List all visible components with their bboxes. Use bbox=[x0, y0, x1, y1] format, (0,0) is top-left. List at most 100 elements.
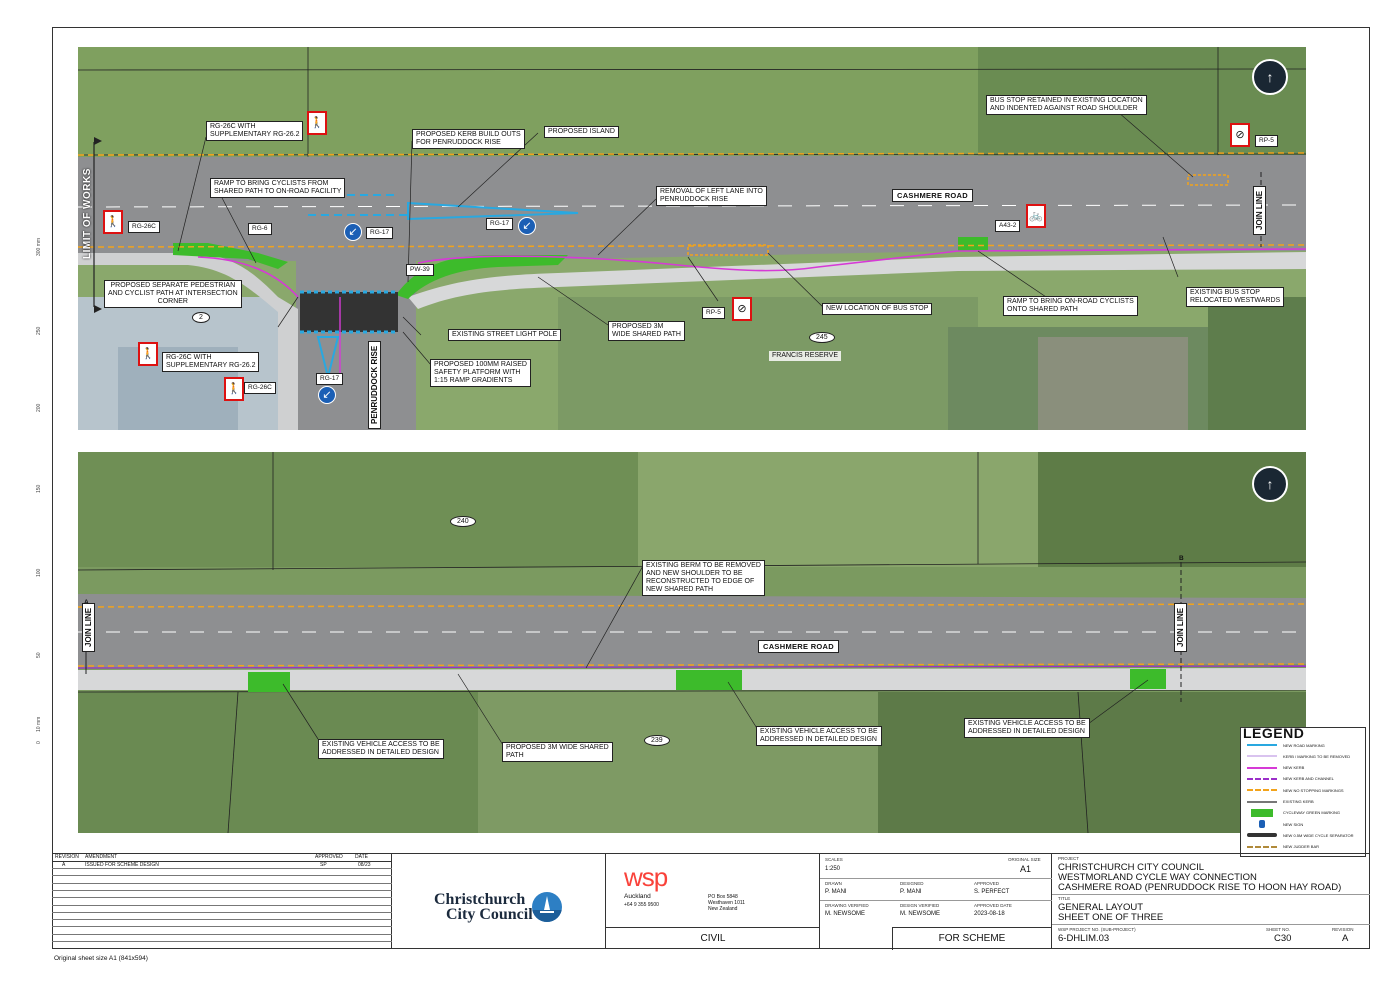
drawing-verified-header: DRAWING VERIFIED bbox=[825, 903, 869, 908]
discipline: CIVIL bbox=[606, 927, 820, 949]
label-rp5-top: RP-5 bbox=[1255, 135, 1278, 147]
legend-swatch bbox=[1245, 753, 1279, 759]
lot-2: 2 bbox=[192, 312, 210, 323]
cashmere-road-label-bottom: CASHMERE ROAD bbox=[758, 640, 839, 653]
consultant-block: wsp Auckland +64 9 355 9500 PO Box 5848 … bbox=[606, 853, 820, 949]
legend-item-label: NEW JUDDER BAR bbox=[1283, 844, 1320, 850]
revision-header: REVISION bbox=[1332, 927, 1354, 932]
label-removal-left-lane: REMOVAL OF LEFT LANE INTO PENRUDDOCK RIS… bbox=[656, 186, 767, 206]
scale-tick-100: 100 bbox=[36, 568, 42, 577]
legend-item-label: NEW ROAD MARKING bbox=[1283, 742, 1325, 748]
bus-stop-sign-icon: ⊘ bbox=[732, 297, 752, 321]
label-rg17-island: RG-17 bbox=[486, 218, 514, 230]
lot-240: 240 bbox=[450, 516, 476, 527]
rev-header-revision: REVISION bbox=[52, 854, 82, 862]
pedestrian-cycle-sign-icon-bottom: 🚶 bbox=[138, 342, 158, 366]
sheet-no-header: SHEET NO. bbox=[1266, 927, 1291, 932]
legend-item: EXISTING KERB bbox=[1245, 797, 1363, 807]
legend-item-label: NEW NO STOPPING MARKINGS bbox=[1283, 787, 1344, 793]
cashmere-road-label-top: CASHMERE ROAD bbox=[892, 189, 973, 202]
keep-left-sign-icon: ↙ bbox=[344, 223, 362, 241]
rev-row-date: 08/23 bbox=[352, 861, 392, 870]
design-verified-header: DESIGN VERIFIED bbox=[900, 903, 940, 908]
legend-item: NEW 0.5m WIDE CYCLE SEPARATOR bbox=[1245, 830, 1363, 840]
original-size-value: A1 bbox=[1020, 864, 1032, 874]
scale-tick-300: 300 mm bbox=[36, 237, 42, 256]
legend-item-label: NEW 0.5m WIDE CYCLE SEPARATOR bbox=[1283, 832, 1354, 838]
title-line1: GENERAL LAYOUT bbox=[1058, 902, 1143, 913]
keep-left-sign-icon-island: ↙ bbox=[518, 217, 536, 235]
title-header: TITLE bbox=[1058, 896, 1071, 901]
join-line-label-top: JOIN LINE bbox=[1253, 185, 1266, 235]
legend-item: NEW KERB AND CHANNEL bbox=[1245, 774, 1363, 784]
legend-item-label: NEW KERB bbox=[1283, 765, 1305, 771]
label-pw39: PW-39 bbox=[406, 264, 434, 276]
label-rg17-bottom: RG-17 bbox=[316, 373, 344, 385]
rev-header-date: DATE bbox=[352, 854, 392, 862]
label-ramp-cyclists: RAMP TO BRING CYCLISTS FROM SHARED PATH … bbox=[210, 178, 346, 198]
wsp-logo: wsp bbox=[624, 862, 668, 892]
designed-header: DESIGNED bbox=[900, 881, 924, 886]
approved-date-header: APPROVED DATE bbox=[974, 903, 1012, 908]
lot-245: 245 bbox=[809, 332, 835, 343]
rev-row-revision: A bbox=[52, 861, 82, 870]
designed-value: P. MANI bbox=[900, 889, 922, 895]
join-line-label-right: JOIN LINE bbox=[1174, 602, 1187, 652]
section-b-marker: B bbox=[1179, 555, 1184, 562]
legend-swatch bbox=[1245, 776, 1279, 782]
wsp-address: PO Box 5848 Westhaven 1011 New Zealand bbox=[708, 894, 746, 912]
legend-item: NEW ROAD MARKING bbox=[1245, 740, 1363, 750]
label-vehicle-access-3: EXISTING VEHICLE ACCESS TO BE ADDRESSED … bbox=[964, 718, 1090, 738]
penruddock-rise-label: PENRUDDOCK RISE bbox=[368, 340, 381, 429]
sheet-border bbox=[52, 27, 1370, 949]
revision-value: A bbox=[1342, 933, 1349, 944]
drawing-info-block: SCALES 1:250 ORIGINAL SIZE A1 DRAWN P. M… bbox=[820, 853, 1052, 950]
drawing-verified-value: M. NEWSOME bbox=[825, 911, 865, 917]
sheet-no-value: C30 bbox=[1274, 933, 1292, 944]
revision-table: REVISION AMENDMENT APPROVED DATE A ISSUE… bbox=[52, 853, 392, 949]
wsp-project-header: WSP PROJECT NO. (SUB-PROJECT) bbox=[1058, 927, 1136, 932]
design-verified-value: M. NEWSOME bbox=[900, 911, 940, 917]
legend-item-label: EXISTING KERB bbox=[1283, 799, 1314, 804]
project-header: PROJECT bbox=[1058, 856, 1080, 861]
project-line2: WESTMORLAND CYCLE WAY CONNECTION bbox=[1058, 872, 1257, 883]
bottom-plan-panel: ↑ JOIN LINE JOIN LINE A B CASHMERE ROAD … bbox=[78, 452, 1306, 833]
label-shared-path-bottom: PROPOSED 3m WIDE SHARED PATH bbox=[502, 742, 613, 762]
legend-item-label: NEW SIGN bbox=[1283, 821, 1304, 827]
label-street-light: EXISTING STREET LIGHT POLE bbox=[448, 329, 562, 341]
lot-239: 239 bbox=[644, 735, 670, 746]
label-kerb-buildouts: PROPOSED KERB BUILD OUTS FOR PENRUDDOCK … bbox=[412, 129, 525, 149]
label-rg6: RG-6 bbox=[248, 223, 272, 235]
legend-title: LEGEND bbox=[1243, 725, 1305, 741]
pedestrian-cycle-sign-icon-left: 🚶 bbox=[103, 210, 123, 234]
label-proposed-island: PROPOSED ISLAND bbox=[544, 126, 619, 138]
council-emblem-icon bbox=[532, 892, 562, 922]
rev-header-approved: APPROVED bbox=[312, 854, 352, 862]
legend-item: NEW SIGN bbox=[1245, 819, 1363, 829]
scale-tick-150: 150 bbox=[36, 484, 42, 493]
keep-left-sign-icon-bottom: ↙ bbox=[318, 386, 336, 404]
scales-header: SCALES bbox=[825, 857, 843, 862]
scale-tick-200: 200 bbox=[36, 403, 42, 412]
francis-reserve-label: FRANCIS RESERVE bbox=[769, 351, 841, 361]
approved-header: APPROVED bbox=[974, 881, 1000, 886]
north-arrow-icon: ↑ bbox=[1252, 59, 1288, 95]
client-name-line1: Christchurch bbox=[434, 891, 526, 908]
label-vehicle-access-2: EXISTING VEHICLE ACCESS TO BE ADDRESSED … bbox=[756, 726, 882, 746]
bottom-plan-drawing bbox=[78, 452, 1306, 833]
label-separate-path: PROPOSED SEPARATE PEDESTRIAN AND CYCLIST… bbox=[104, 280, 242, 308]
client-name-line2: City Council bbox=[446, 906, 533, 923]
project-block: PROJECT CHRISTCHURCH CITY COUNCIL WESTMO… bbox=[1052, 853, 1370, 949]
rev-header-amendment: AMENDMENT bbox=[82, 854, 312, 862]
label-rp5-bottom: RP-5 bbox=[702, 307, 725, 319]
section-a-marker: A bbox=[84, 599, 89, 606]
drawing-status: FOR SCHEME bbox=[892, 927, 1052, 949]
label-rg26c-bottom: RG-26C bbox=[244, 382, 276, 394]
legend-item: NEW JUDDER BAR bbox=[1245, 842, 1363, 852]
legend-swatch bbox=[1245, 787, 1279, 793]
join-line-label-left: JOIN LINE bbox=[82, 602, 95, 652]
wsp-phone: +64 9 355 9500 bbox=[624, 902, 659, 908]
pedestrian-cycle-sign-icon-bottom2: 🚶 bbox=[224, 377, 244, 401]
cycle-ramp-sign-icon: 🚲 bbox=[1026, 204, 1046, 228]
